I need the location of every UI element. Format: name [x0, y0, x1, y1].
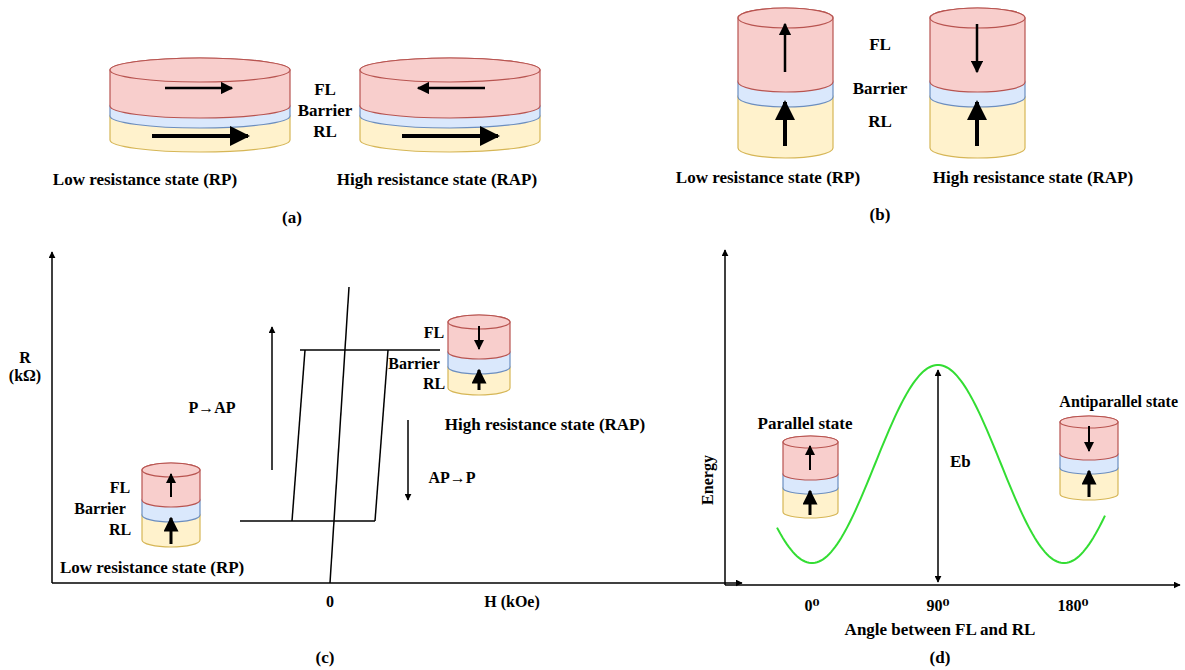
label-text: (b) [870, 206, 891, 225]
plot-line [724, 250, 726, 585]
label-text: Low resistance state (RP) [676, 169, 860, 188]
label-text: Barrier [74, 500, 126, 518]
label-text: Antiparallel state [1059, 393, 1178, 411]
label-text: 0⁰ [804, 597, 819, 615]
plot-line [937, 370, 939, 582]
mtj-cylinder [738, 8, 833, 158]
cylinder-layer [110, 58, 290, 118]
label-text: 90⁰ [926, 597, 949, 615]
plot-line [52, 582, 742, 584]
label-text: R (kΩ) [4, 349, 46, 384]
label-text: 0 [326, 593, 334, 611]
magnetization-arrow [402, 134, 498, 138]
label-text: Eb [950, 453, 971, 472]
label-text: FL [424, 324, 444, 342]
mtj-cylinder [930, 8, 1025, 158]
plot-line [271, 327, 273, 470]
cylinder-top [360, 58, 540, 82]
label-text: High resistance state (RAP) [933, 169, 1133, 188]
label-text: Parallel state [758, 415, 853, 434]
magnetization-arrow [165, 87, 232, 90]
magnetization-arrow [478, 326, 480, 349]
plot-line [375, 350, 388, 521]
cylinder-top [110, 58, 290, 82]
energy-curve [777, 365, 1105, 563]
cylinder-layer [360, 58, 540, 118]
label-text: AP→P [428, 469, 475, 487]
label-text: H (kOe) [484, 593, 540, 611]
magnetization-arrow [975, 102, 979, 146]
label-text: P→AP [188, 399, 235, 417]
mtj-cylinder [142, 463, 200, 547]
label-text: (a) [282, 209, 302, 228]
plot-line [240, 520, 375, 522]
label-text: FL [869, 36, 891, 55]
cylinder-layer [783, 436, 838, 480]
label-text: High resistance state (RAP) [337, 171, 537, 190]
label-text: RL [313, 123, 337, 142]
mtj-cylinder [1060, 416, 1118, 500]
magnetization-arrow [809, 491, 812, 515]
mtj-cylinder [448, 315, 510, 395]
magnetization-arrow [170, 474, 172, 497]
magnetization-arrow [1088, 426, 1090, 451]
plot-line [725, 584, 1180, 586]
cylinder-layer [142, 463, 200, 507]
cylinder-layer [930, 8, 1025, 92]
label-text: Barrier [298, 102, 353, 121]
label-text: Low resistance state (RP) [53, 171, 237, 190]
magnetization-arrow [976, 24, 979, 72]
label-text: FL [314, 81, 336, 100]
label-text: Low resistance state (RP) [60, 559, 244, 578]
magnetization-arrow [783, 102, 787, 146]
label-text: High resistance state (RAP) [445, 416, 645, 435]
label-text: Barrier [853, 80, 908, 99]
label-text: (c) [316, 649, 335, 668]
magnetization-arrow [809, 446, 811, 470]
label-text: (d) [930, 649, 951, 668]
magnetization-arrow [1088, 471, 1091, 497]
mtj-cylinder [783, 436, 838, 518]
cylinder-layer [448, 315, 510, 359]
cylinder-layer [738, 8, 833, 92]
plot-line [407, 420, 409, 500]
label-text: Angle between FL and RL [845, 621, 1036, 640]
magnetization-arrow [784, 24, 787, 72]
label-text: Barrier [388, 355, 440, 373]
mtj-cylinder [360, 58, 540, 152]
plot-line [292, 350, 305, 521]
magnetization-arrow [170, 518, 173, 544]
plot-line [330, 287, 349, 583]
cylinder-layer [1060, 416, 1118, 460]
magnetization-arrow [478, 370, 481, 390]
label-text: RL [868, 113, 892, 132]
label-text: Energy [699, 455, 717, 505]
magnetization-arrow [152, 134, 248, 138]
magnetization-arrow [418, 87, 485, 90]
plot-line [51, 252, 53, 583]
label-text: RL [423, 375, 445, 393]
label-text: RL [109, 521, 131, 539]
label-text: 180⁰ [1057, 597, 1088, 615]
plot-line [300, 349, 440, 351]
mtj-cylinder [110, 58, 290, 152]
label-text: FL [110, 479, 130, 497]
